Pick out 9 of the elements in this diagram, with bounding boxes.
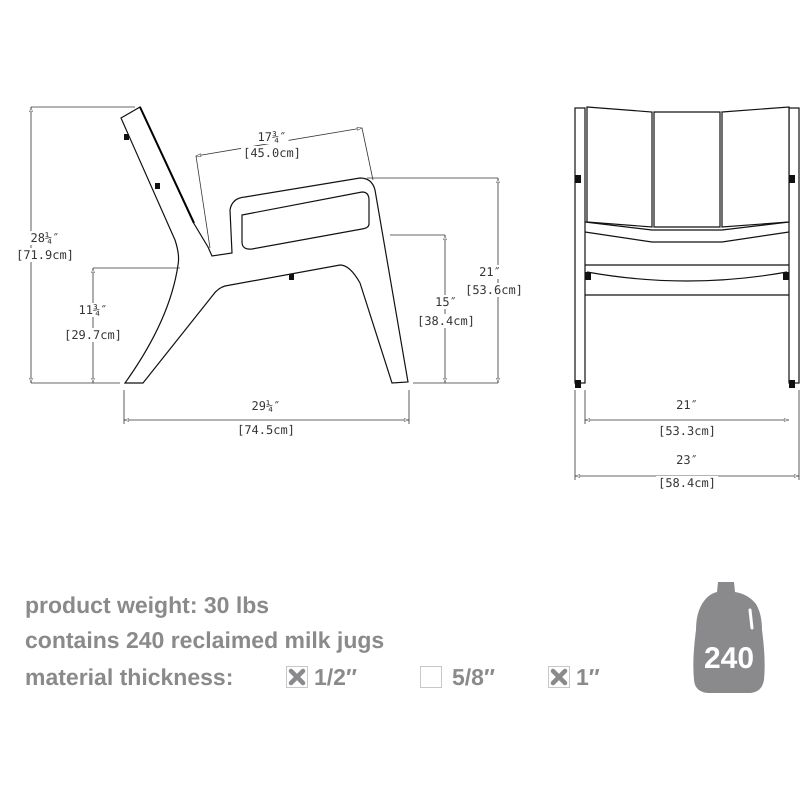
- dimension-label: [58.4cm]: [656, 476, 718, 490]
- thickness-option-label: 5/8″: [452, 664, 495, 690]
- thickness-option-label: 1/2″: [314, 664, 357, 690]
- thickness-option-label: 1″: [576, 664, 600, 690]
- jug-count-label: 240: [702, 642, 756, 676]
- spec-text: product weight: 30 lbs: [25, 592, 270, 618]
- spec-text: contains 240 reclaimed milk jugs: [25, 627, 384, 653]
- dimension-label: 17¾″: [256, 130, 288, 144]
- spec-text: material thickness:: [25, 664, 234, 690]
